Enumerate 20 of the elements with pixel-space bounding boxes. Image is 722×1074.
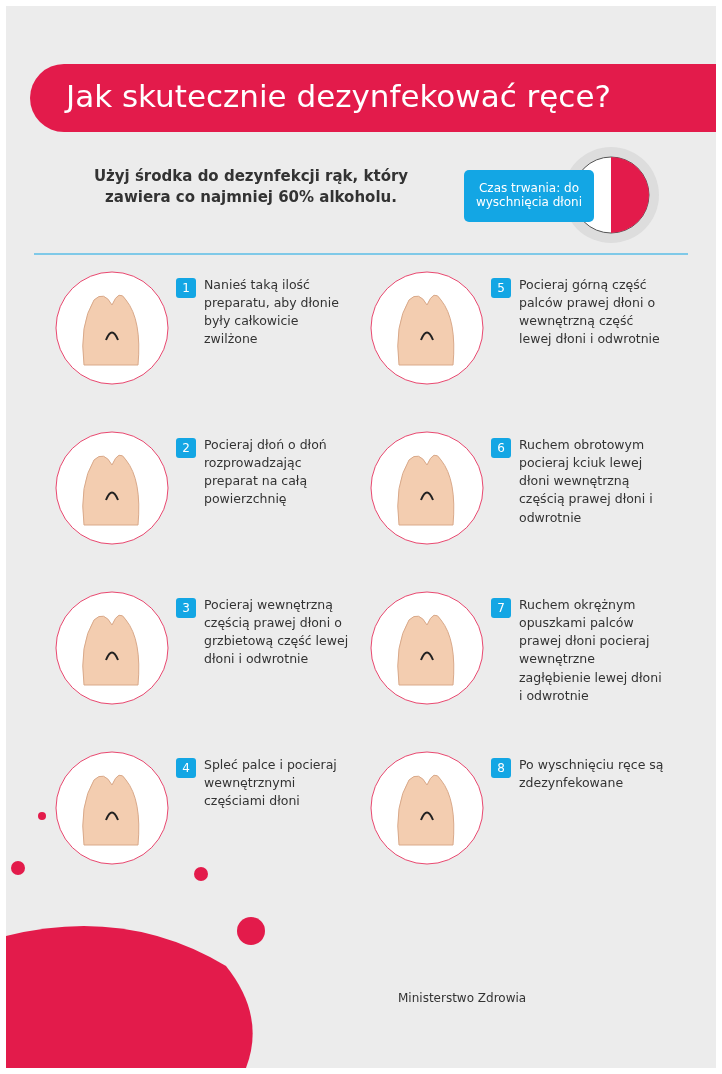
step-number: 4 <box>176 758 196 778</box>
step-instruction: Ruchem okrężnym opuszkami palców prawej dłoni pocieraj wewnętrzne zagłębienie lewej dłoni i odwrotnie <box>519 596 663 705</box>
step-instruction: Spleć palce i pocieraj wewnętrznymi częściami dłoni <box>204 756 338 811</box>
step-number: 7 <box>491 598 511 618</box>
step-number: 8 <box>491 758 511 778</box>
step-number: 5 <box>491 278 511 298</box>
step-instruction: Pocieraj wewnętrzną częścią prawej dłoni o grzbietową część lewej dłoni i odwrotnie <box>204 596 350 669</box>
step-number: 6 <box>491 438 511 458</box>
step-number: 1 <box>176 278 196 298</box>
step-instruction: Nanieś taką ilość preparatu, aby dłonie były całkowicie zwilżone <box>204 276 340 349</box>
instruction-text: Użyj środka do dezynfekcji rąk, który zawiera co najmniej 60% alkoholu. <box>92 166 410 208</box>
ministry-name: Ministerstwo Zdrowia <box>398 991 527 1005</box>
step-instruction: Pocieraj górną część palców prawej dłoni o wewnętrzną część lewej dłoni i odwrotnie <box>519 276 661 349</box>
step-instruction: Ruchem obrotowym pocieraj kciuk lewej dłoni wewnętrzną częścią prawej dłoni i odwrotnie <box>519 436 654 527</box>
step-number: 2 <box>176 438 196 458</box>
duration-box: Czas trwania: do wyschnięcia dłoni <box>464 170 594 222</box>
step-instruction: Po wyschnięciu ręce są zdezynfekowane <box>519 756 665 793</box>
step-instruction: Pocieraj dłoń o dłoń rozprowadzając preparat na całą powierzchnię <box>204 436 328 509</box>
title: Jak skutecznie dezynfekować ręce? <box>66 78 611 114</box>
step-number: 3 <box>176 598 196 618</box>
